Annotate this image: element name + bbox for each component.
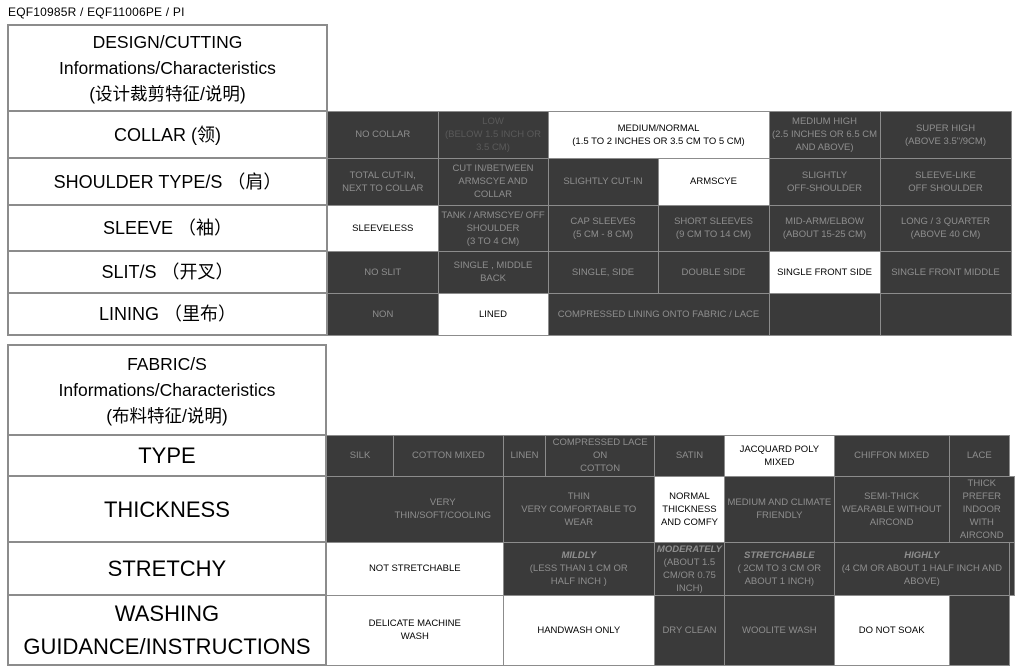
document-code: EQF10985R / EQF11006PE / PI [8, 5, 185, 19]
fabric-header-line: Informations/Characteristics [58, 380, 276, 400]
option-cell[interactable]: LONG / 3 QUARTER(ABOVE 40 CM) [879, 204, 1012, 252]
option-cell-selected[interactable]: SINGLE FRONT SIDE [768, 250, 881, 294]
option-cell[interactable]: NO COLLAR [326, 110, 439, 159]
option-cell[interactable]: MID-ARM/ELBOW(ABOUT 15-25 CM) [768, 204, 881, 252]
option-cell[interactable]: LACE [948, 434, 1011, 477]
option-cell[interactable]: NON [326, 292, 439, 336]
option-cell-empty[interactable] [768, 292, 881, 336]
option-cell[interactable]: TOTAL CUT-IN,NEXT TO COLLAR [326, 157, 439, 206]
design-header-line: (设计裁剪特征/说明) [89, 84, 246, 104]
row-label-collar: COLLAR (领) [7, 110, 328, 159]
option-cell[interactable]: CHIFFON MIXED [833, 434, 950, 477]
washing-row: WASHING GUIDANCE/INSTRUCTIONS DELICATE M… [7, 594, 1015, 666]
option-cell-selected[interactable]: SLEEVELESS [326, 204, 439, 252]
option-cell[interactable]: SUPER HIGH(ABOVE 3.5"/9CM) [879, 110, 1012, 159]
shoulder-row: SHOULDER TYPE/S （肩） TOTAL CUT-IN,NEXT TO… [7, 157, 1012, 206]
option-cell[interactable]: CAP SLEEVES(5 CM - 8 CM) [547, 204, 659, 252]
blank-area [327, 25, 1011, 111]
option-cell[interactable]: SATIN [653, 434, 726, 477]
option-cell-selected[interactable]: ARMSCYE [657, 157, 770, 206]
option-cell[interactable]: WOOLITE WASH [724, 594, 835, 666]
option-cell-selected[interactable]: HANDWASH ONLY [502, 594, 655, 666]
sleeve-row: SLEEVE （袖） SLEEVELESS TANK / ARMSCYE/ OF… [7, 204, 1012, 252]
design-section-header: DESIGN/CUTTING Informations/Characterist… [7, 24, 328, 112]
slit-row: SLIT/S （开叉） NO SLIT SINGLE , MIDDLE BACK… [7, 250, 1012, 294]
lining-row: LINING （里布） NON LINED COMPRESSED LINING … [7, 292, 1012, 336]
option-cell[interactable]: NO SLIT [326, 250, 439, 294]
option-cell-empty[interactable] [948, 594, 1011, 666]
fabric-section-header: FABRIC/S Informations/Characteristics (布… [7, 344, 327, 436]
row-label-thickness: THICKNESS [7, 475, 327, 543]
row-label-slit: SLIT/S （开叉） [7, 250, 328, 294]
blank-area [326, 345, 1010, 435]
collar-row: COLLAR (领) NO COLLAR LOW(BELOW 1.5 INCH … [7, 110, 1012, 159]
fabric-table: FABRIC/S Informations/Characteristics (布… [7, 344, 1015, 666]
option-cell[interactable]: DRY CLEAN [653, 594, 726, 666]
option-cell[interactable]: LINEN [502, 434, 547, 477]
option-cell[interactable]: SILK [325, 434, 395, 477]
option-cell[interactable]: COTTON MIXED [393, 434, 504, 477]
fabric-header-line: FABRIC/S [127, 354, 207, 374]
row-label-stretchy: STRETCHY [7, 541, 327, 596]
option-cell-selected[interactable]: DO NOT SOAK [833, 594, 950, 666]
option-cell-selected[interactable]: MEDIUM/NORMAL(1.5 TO 2 INCHES OR 3.5 CM … [547, 110, 770, 159]
option-cell[interactable]: SLIGHTLY CUT-IN [547, 157, 659, 206]
row-label-washing: WASHING GUIDANCE/INSTRUCTIONS [7, 594, 327, 666]
row-label-shoulder: SHOULDER TYPE/S （肩） [7, 157, 328, 206]
row-label-sleeve: SLEEVE （袖） [7, 204, 328, 252]
option-cell[interactable]: COMPRESSED LINING ONTO FABRIC / LACE [547, 292, 770, 336]
option-cell-empty[interactable] [1009, 541, 1015, 596]
option-cell[interactable]: SINGLE FRONT MIDDLE [879, 250, 1012, 294]
option-cell-selected[interactable]: LINED [437, 292, 549, 336]
design-header-line: Informations/Characteristics [59, 58, 276, 78]
option-cell[interactable]: DOUBLE SIDE [657, 250, 770, 294]
option-cell-selected[interactable]: JACQUARD POLY MIXED [724, 434, 835, 477]
design-cutting-table: DESIGN/CUTTING Informations/Characterist… [7, 24, 1012, 336]
row-label-lining: LINING （里布） [7, 292, 328, 336]
fabric-header-line: (布料特征/说明) [106, 406, 228, 426]
stretchy-row: STRETCHY NOT STRETCHABLE MILDLY(LESS THA… [7, 541, 1015, 596]
option-cell[interactable]: SINGLE , MIDDLE BACK [437, 250, 549, 294]
row-label-type: TYPE [7, 434, 327, 477]
option-cell-empty[interactable] [879, 292, 1012, 336]
design-header-line: DESIGN/CUTTING [92, 32, 243, 52]
option-cell-selected[interactable]: NOT STRETCHABLE [325, 541, 504, 596]
type-row: TYPE SILK COTTON MIXED LINEN COMPRESSED … [7, 434, 1015, 477]
option-cell[interactable]: SHORT SLEEVES(9 CM TO 14 CM) [657, 204, 770, 252]
option-cell[interactable]: SINGLE, SIDE [547, 250, 659, 294]
